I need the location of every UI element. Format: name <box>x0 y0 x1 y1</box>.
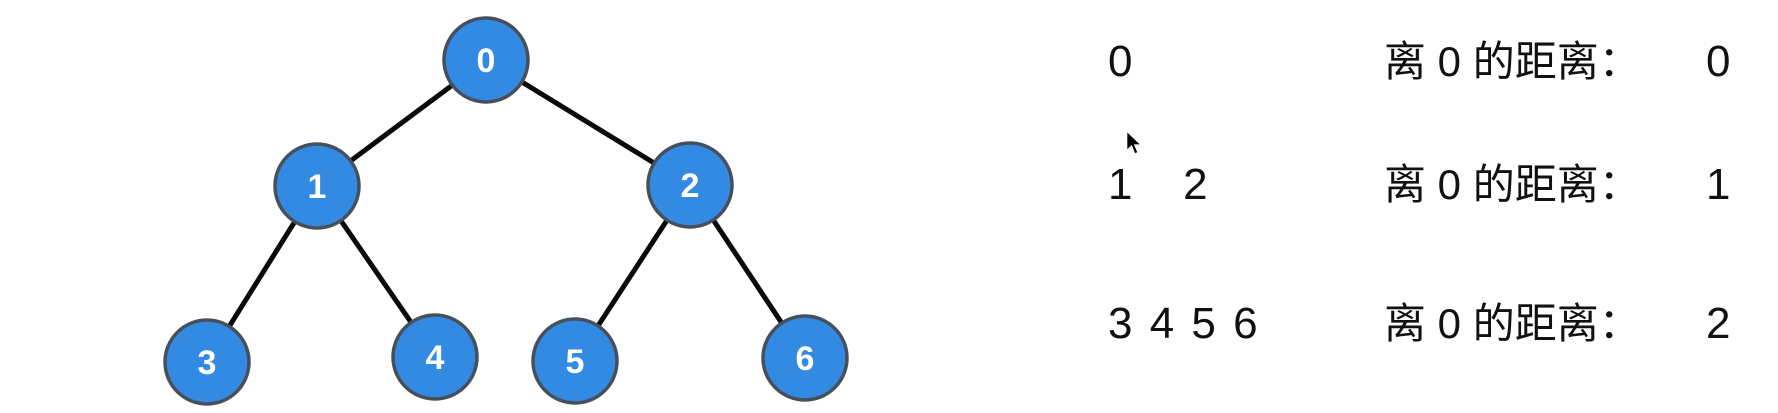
tree-node-5 <box>531 317 619 405</box>
tree-node-1 <box>273 142 361 230</box>
tree-node-4 <box>391 313 479 401</box>
level-1-nodes: 1 2 <box>1108 160 1209 209</box>
tree-node-label-5: 5 <box>566 343 585 381</box>
tree-node-label-6: 6 <box>796 340 815 378</box>
tree-node-label-2: 2 <box>681 167 700 205</box>
level-row-2: 3 4 5 6 离 0 的距离： 2 <box>0 302 1778 346</box>
level-2-distance-value: 2 <box>1706 299 1731 348</box>
level-0-distance-label: 离 0 的距离： <box>1384 38 1641 85</box>
tree-node-label-3: 3 <box>198 344 217 382</box>
tree-node-6 <box>761 314 849 402</box>
level-2-nodes: 3 4 5 6 <box>1108 299 1259 348</box>
tree-node-label-1: 1 <box>308 168 327 206</box>
binary-tree-diagram: 0 1 2 3 4 5 6 <box>163 16 849 406</box>
tree-node-0 <box>442 16 530 104</box>
tree-node-label-0: 0 <box>477 42 496 80</box>
level-row-1: 1 2 离 0 的距离： 1 <box>0 163 1778 207</box>
level-1-distance-value: 1 <box>1706 160 1731 209</box>
tree-node-label-4: 4 <box>426 339 445 377</box>
level-row-0: 0 离 0 的距离： 0 <box>0 40 1778 84</box>
level-1-distance-label: 离 0 的距离： <box>1384 161 1641 208</box>
level-2-distance-label: 离 0 的距离： <box>1384 300 1641 347</box>
level-0-nodes: 0 <box>1108 37 1133 86</box>
tree-node-2 <box>646 141 734 229</box>
level-0-distance-value: 0 <box>1706 37 1731 86</box>
tree-node-3 <box>163 318 251 406</box>
